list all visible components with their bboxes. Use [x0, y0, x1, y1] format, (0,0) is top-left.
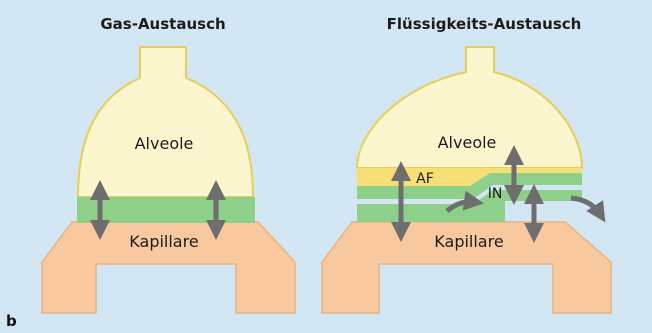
right-panel: Flüssigkeits-Austausch Alveole Kapillare… [322, 15, 611, 313]
left-panel-title: Gas-Austausch [100, 15, 225, 33]
left-alveole-label: Alveole [135, 134, 194, 153]
right-panel-title: Flüssigkeits-Austausch [387, 15, 582, 33]
interstitial-outflow-arrow [571, 198, 600, 214]
right-kapillare-label: Kapillare [434, 232, 503, 251]
left-kapillare-label: Kapillare [129, 232, 198, 251]
left-alveole [78, 47, 253, 197]
in-label: IN [488, 186, 503, 202]
panel-letter: b [6, 312, 17, 330]
left-membrane [77, 197, 255, 223]
right-alveole-label: Alveole [438, 133, 497, 152]
left-panel: Gas-Austausch Alveole Kapillare [42, 15, 295, 313]
af-label: AF [416, 171, 434, 187]
